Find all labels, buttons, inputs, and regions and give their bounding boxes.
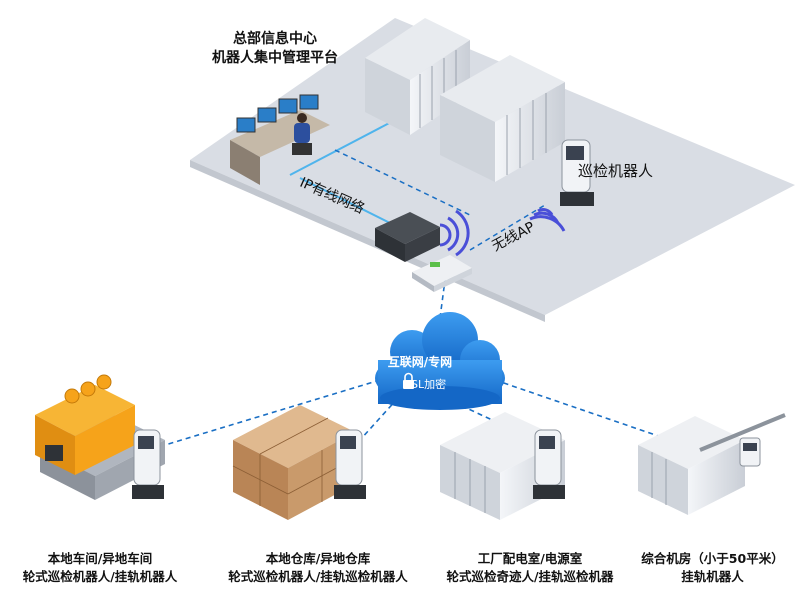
power-room-robot [533,429,565,499]
hq-inspection-robot [560,139,594,206]
server-room-cabinets [638,416,745,515]
site-label-line2: 挂轨机器人 [681,569,744,584]
hq-title-line1: 总部信息中心 [233,31,317,47]
rail-robot [699,413,786,467]
site-label-line1: 综合机房（小于50平米） [641,551,784,566]
cloud-title: 互联网/专网 [387,355,453,369]
network-switch [375,212,440,262]
link-workshop [164,379,381,446]
monitor-1 [236,117,256,133]
cloud-security-label: SSL加密 [404,378,447,391]
site-label-line2: 轮式巡检奇迹人/挂轨巡检机器 [446,569,614,584]
site-workshop-label: 本地车间/异地车间 轮式巡检机器人/挂轨机器人 [10,550,190,586]
site-label-line1: 本地仓库/异地仓库 [265,551,371,566]
site-server-room-label: 综合机房（小于50平米） 挂轨机器人 [625,550,800,586]
site-label-line2: 轮式巡检机器人/挂轨巡检机器人 [228,569,408,584]
operator-workstation [230,94,330,185]
network-cloud [375,312,505,410]
site-power-room-label: 工厂配电室/电源室 轮式巡检奇迹人/挂轨巡检机器 [425,550,635,586]
hq-title-line2: 机器人集中管理平台 [212,50,338,66]
monitor-2 [257,107,277,123]
inspection-robot-label: 巡检机器人 [578,162,654,180]
server-rack-row-1 [365,18,470,135]
wifi-icon [439,209,470,257]
wireless-router [412,255,472,292]
operator-head [297,113,307,123]
robot-wifi-icon [529,208,566,232]
hq-title: 总部信息中心 机器人集中管理平台 [185,30,365,68]
workshop-robot [132,429,164,499]
operator-body [294,123,310,143]
site-warehouse-label: 本地仓库/异地仓库 轮式巡检机器人/挂轨巡检机器人 [213,550,423,586]
lock-icon [403,372,414,389]
hq-links [289,119,546,251]
monitor-4 [299,94,319,110]
server-rack-row-2 [440,55,565,182]
monitor-3 [278,98,298,114]
site-label-line2: 轮式巡检机器人/挂轨机器人 [22,569,178,584]
link-server-room [494,379,671,441]
warehouse-robot [334,429,366,499]
site-label-line1: 本地车间/异地车间 [47,551,153,566]
site-label-line1: 工厂配电室/电源室 [477,551,583,566]
